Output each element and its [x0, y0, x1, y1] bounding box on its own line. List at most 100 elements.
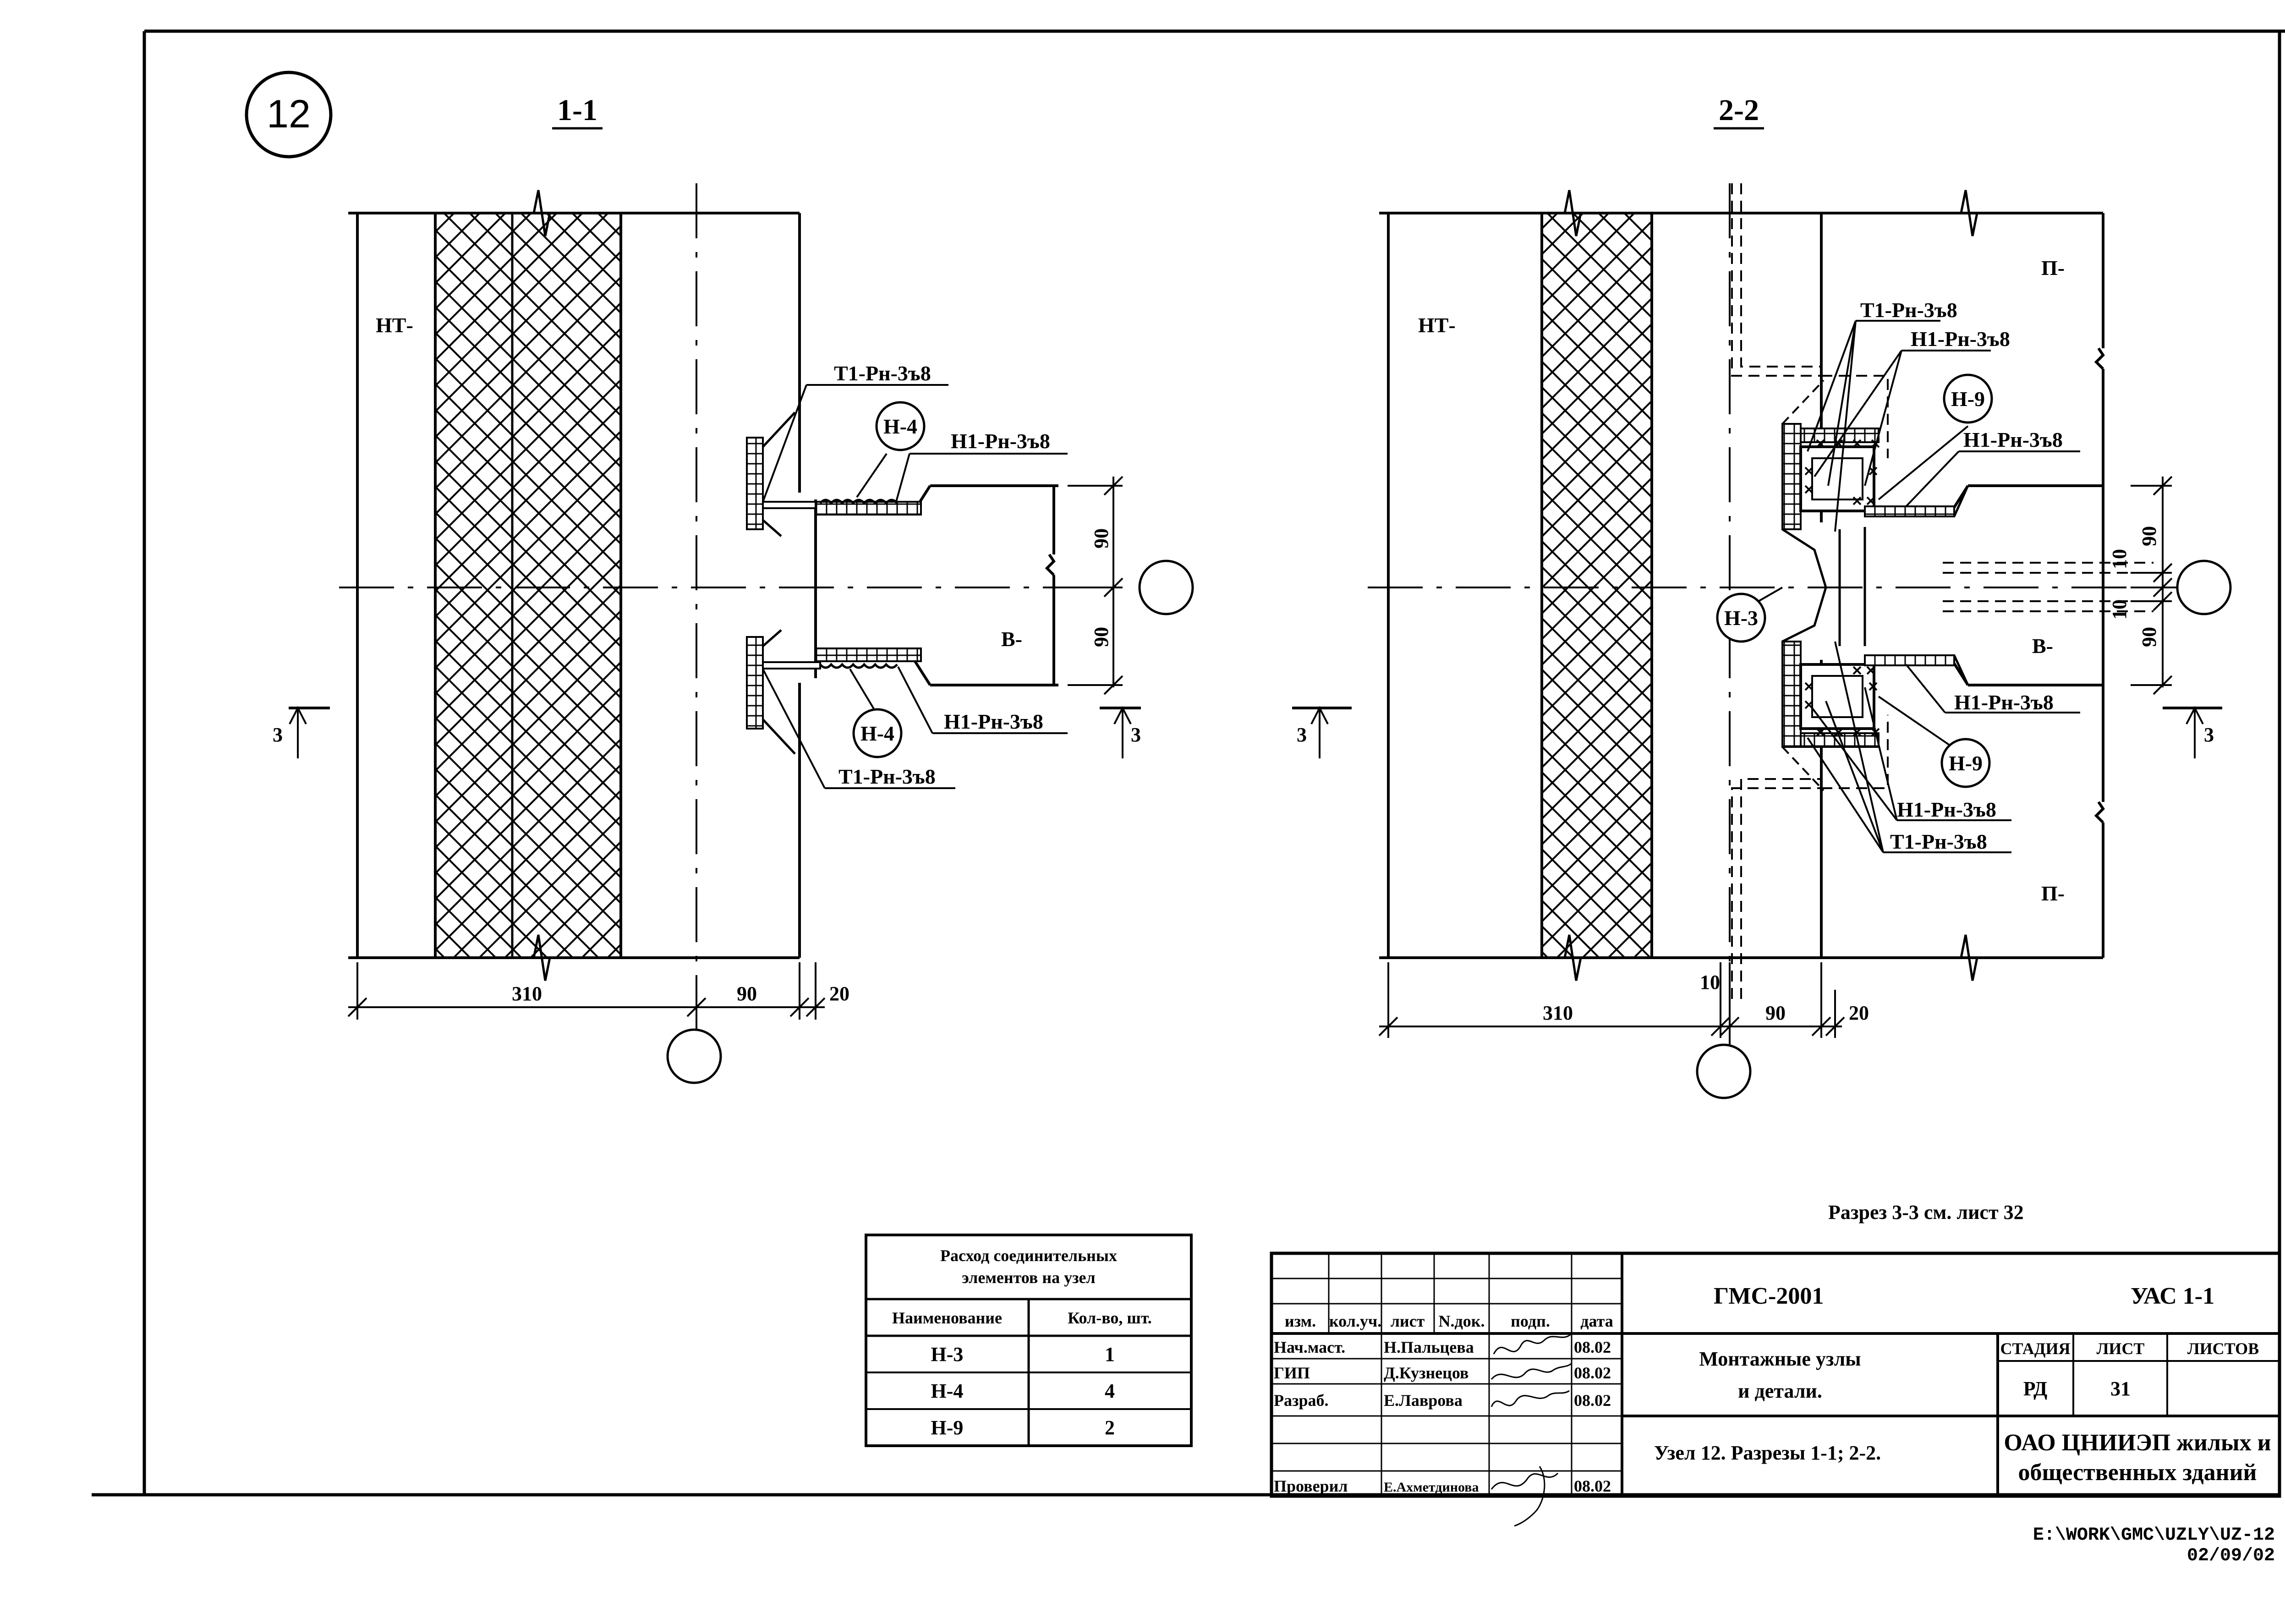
table-title-line2: элементов на узел	[962, 1268, 1095, 1287]
table-row-name: Н-3	[931, 1343, 964, 1366]
tb-name: Е.Ахметдинова	[1384, 1480, 1479, 1495]
part-h4-bottom: Н-4	[860, 722, 894, 745]
tb-node-title: Узел 12. Разрезы 1-1; 2-2.	[1654, 1442, 1881, 1464]
dim-20: 20	[829, 982, 849, 1005]
tb-col-kolu: кол.уч.	[1329, 1312, 1381, 1330]
tb-role: Нач.маст.	[1274, 1338, 1345, 1356]
inner-wall-panel-2	[1951, 484, 2103, 686]
tb-role: Разраб.	[1274, 1391, 1328, 1410]
dim-v1: 90	[1090, 528, 1112, 549]
tb-doc-title-1: Монтажные узлы	[1699, 1348, 1861, 1370]
tb-col-list: лист	[1391, 1312, 1425, 1330]
callout-leaders	[762, 384, 1068, 789]
cut-mark-left	[289, 706, 330, 758]
callout-h1-bottom: Н1-Рн-3ъ8	[944, 710, 1043, 733]
dim-10: 10	[1700, 971, 1720, 993]
tb-col-ndok: N.док.	[1439, 1312, 1485, 1330]
table-row-qty: 1	[1105, 1343, 1115, 1366]
horizontal-dimensions-2	[1378, 962, 1845, 1047]
horizontal-dimensions	[347, 962, 826, 1029]
signature-scribbles	[1490, 1333, 1573, 1527]
part-h3: Н-3	[1724, 606, 1758, 630]
dim-20-2: 20	[1849, 1002, 1869, 1024]
dim-v2-2: 90	[2138, 627, 2160, 647]
part-h4-top: Н-4	[883, 415, 917, 438]
tb-sheet-no: 31	[2110, 1377, 2131, 1400]
table-title-line1: Расход соединительных	[940, 1246, 1117, 1265]
vertical-dimensions	[1068, 476, 1123, 695]
tb-sheets-header: ЛИСТОВ	[2187, 1339, 2259, 1358]
table-row-name: Н-4	[931, 1380, 964, 1402]
label-inner-panel: В-	[1001, 627, 1022, 651]
tb-name: Н.Пальцева	[1384, 1338, 1474, 1356]
file-date: 02/09/02	[2187, 1546, 2275, 1566]
cut-mark-left-2	[1292, 706, 1352, 758]
cut-mark-left-label-2: 3	[1297, 724, 1307, 746]
label-floor-bottom: П-	[2041, 882, 2065, 905]
callout-h1-bottom-3: Н1-Рн-3ъ8	[1897, 798, 1996, 821]
label-outer-panel: НТ-	[376, 313, 413, 337]
table-row-qty: 2	[1105, 1416, 1115, 1439]
tb-name: Д.Кузнецов	[1384, 1364, 1469, 1382]
callout-t1-bottom: Т1-Рн-3ъ8	[838, 765, 936, 788]
dim-v1-2: 90	[2138, 526, 2160, 546]
label-inner-panel-2: В-	[2032, 634, 2053, 658]
insulation-layer	[434, 212, 622, 959]
tb-sheet-code: УАС 1-1	[2131, 1283, 2214, 1309]
embedded-plate-top	[746, 411, 922, 537]
dim-v4-2: 10	[2108, 599, 2131, 620]
callout-h1-top-2: Н1-Рн-3ъ8	[1911, 327, 2010, 351]
label-outer-panel-2: НТ-	[1418, 313, 1456, 337]
table-row-name: Н-9	[931, 1416, 964, 1439]
callout-t1-top-2: Т1-Рн-3ъ8	[1860, 298, 1957, 322]
dim-90: 90	[737, 982, 757, 1005]
tb-stage: РД	[2023, 1377, 2047, 1400]
dim-310-2: 310	[1543, 1002, 1573, 1024]
table-header-qty: Кол-во, шт.	[1068, 1309, 1152, 1327]
link-plate-h3	[1781, 527, 1866, 646]
embedded-plate-bottom	[746, 629, 922, 755]
section-note: Разрез 3-3 см. лист 32	[1828, 1201, 2024, 1223]
consumption-table: Расход соединительных элементов на узел …	[865, 1234, 1193, 1447]
node-number-badge: 12	[245, 71, 333, 159]
cut-mark-right-2	[2163, 706, 2222, 758]
node-number: 12	[267, 92, 311, 136]
tb-sheet-header: ЛИСТ	[2097, 1339, 2145, 1358]
tb-name: Е.Лаврова	[1384, 1391, 1463, 1410]
tb-role: Проверил	[1274, 1477, 1348, 1495]
tb-col-podp: подп.	[1511, 1312, 1550, 1330]
callout-t1-top: Т1-Рн-3ъ8	[834, 362, 931, 385]
axis-marker-bottom-2	[1696, 1043, 1752, 1099]
dim-90-2: 90	[1765, 1002, 1786, 1024]
section-1-1: Т1-Рн-3ъ8 Н1-Рн-3ъ8 Н1-Рн-3ъ8 Т1-Рн-3ъ8 …	[273, 183, 1194, 1084]
callout-h1-top-3: Н1-Рн-3ъ8	[1963, 428, 2063, 451]
tb-date: 08.02	[1574, 1477, 1611, 1495]
table-header-name: Наименование	[892, 1309, 1002, 1327]
section-title-1-1: 1-1	[557, 93, 597, 127]
inner-wall-panel	[814, 484, 1058, 686]
tb-date: 08.02	[1574, 1391, 1611, 1410]
tb-date: 08.02	[1574, 1338, 1611, 1356]
section-title-2-2: 2-2	[1719, 93, 1759, 127]
part-h9-bottom: Н-9	[1949, 752, 1983, 775]
cut-mark-left-label: 3	[273, 724, 283, 746]
dim-v2: 90	[1090, 627, 1112, 647]
axis-marker-bottom	[666, 1028, 722, 1084]
tb-stage-header: СТАДИЯ	[2000, 1339, 2071, 1358]
tb-col-izm: изм.	[1285, 1312, 1316, 1330]
cut-mark-right	[1100, 706, 1141, 758]
title-block: изм. кол.уч. лист N.док. подп. дата Нач.…	[1270, 1251, 2281, 1527]
callout-h1-bottom-2: Н1-Рн-3ъ8	[1954, 691, 2054, 714]
tb-date: 08.02	[1574, 1364, 1611, 1382]
tb-role: ГИП	[1274, 1364, 1310, 1382]
tb-org-line1: ОАО ЦНИИЭП жилых и	[2004, 1430, 2271, 1456]
tb-org-line2: общественных зданий	[2018, 1459, 2257, 1486]
axis-marker-right	[1138, 560, 1194, 615]
tb-doc-title-2: и детали.	[1738, 1380, 1822, 1402]
callout-h1-top: Н1-Рн-3ъ8	[951, 429, 1050, 453]
part-h9-top: Н-9	[1951, 387, 1985, 411]
tb-code: ГМС-2001	[1714, 1283, 1824, 1309]
callout-t1-bottom-2: Т1-Рн-3ъ8	[1890, 830, 1987, 853]
embedded-box-bottom	[1781, 641, 1969, 791]
embedded-box-top	[1781, 379, 1969, 530]
